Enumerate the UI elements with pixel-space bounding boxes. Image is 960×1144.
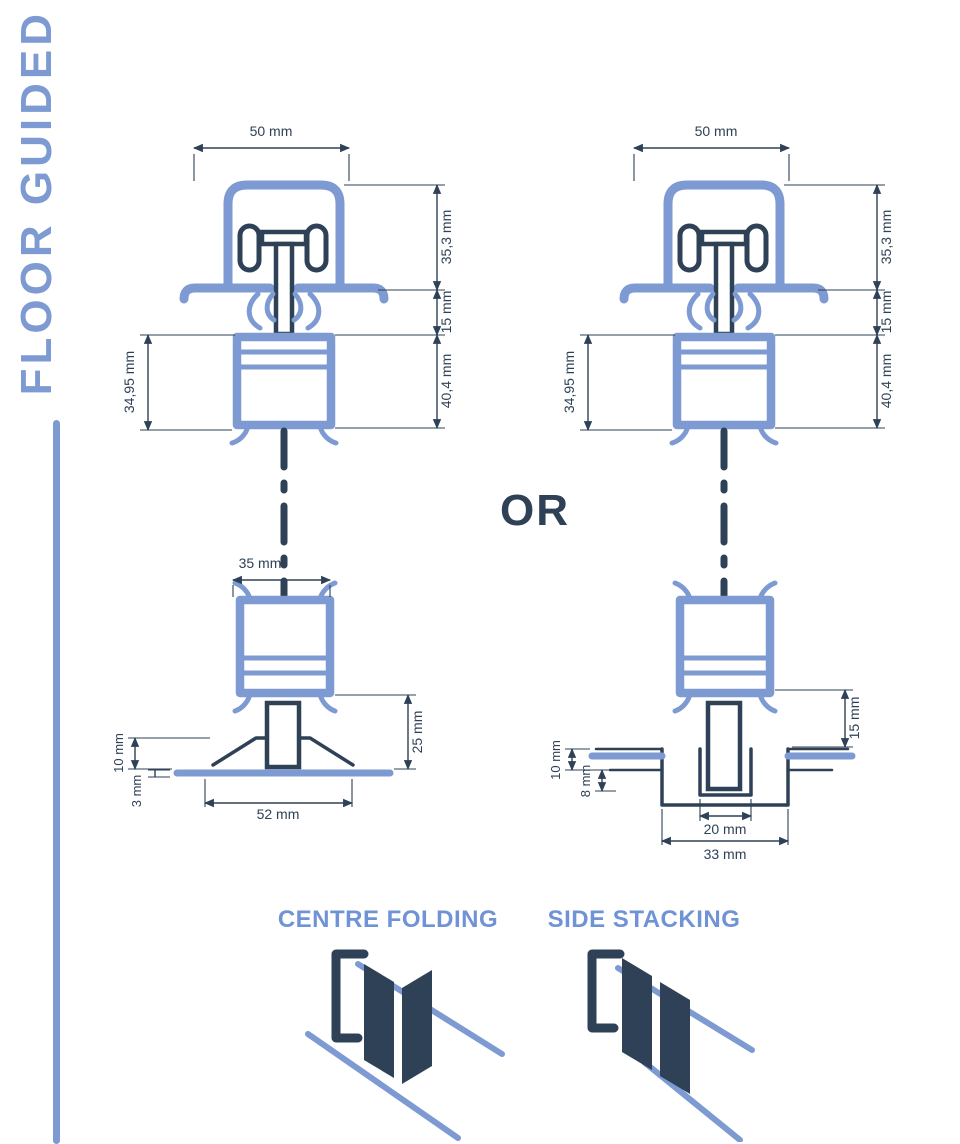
dim-track-width: 50 mm (250, 123, 293, 139)
dim-clearance: 15 mm (438, 291, 454, 334)
hanger-bolt (699, 229, 749, 337)
door-bottom-rail (672, 580, 778, 714)
door-top-rail (229, 332, 339, 446)
track-rollers (677, 223, 769, 273)
dimensions-right-diagram: 50 mm 35,3 mm 15 mm 40,4 mm 34,95 mm 15 … (548, 123, 894, 862)
right-cross-section-diagram: 50 mm 35,3 mm 15 mm 40,4 mm 34,95 mm 15 … (548, 123, 894, 862)
dim-recess-width: 33 mm (704, 846, 747, 862)
side-stacking-heading: SIDE STACKING (547, 906, 741, 933)
dimensions-left-diagram: 50 mm 35,3 mm 15 mm 40,4 mm 34,95 mm 35 … (111, 123, 454, 822)
dim-track-height: 35,3 mm (878, 210, 894, 264)
dim-channel-width: 20 mm (704, 821, 747, 837)
brush-seals (246, 291, 322, 331)
dim-top-rail-height: 40,4 mm (878, 354, 894, 408)
hanger-bolt (259, 229, 309, 337)
track-bracket (331, 949, 369, 1043)
recessed-floor-guide (594, 700, 850, 807)
dim-recess-depth: 8 mm (578, 765, 593, 798)
dim-clearance: 15 mm (878, 291, 894, 334)
door-panel (622, 958, 652, 1070)
dim-bottom-clearance: 15 mm (846, 697, 862, 740)
door-panel (402, 970, 432, 1084)
track-bracket (587, 949, 625, 1033)
dim-bottom-rail-width: 35 mm (239, 555, 282, 571)
dim-ramp-height: 10 mm (111, 733, 126, 773)
dim-top-rail-height: 40,4 mm (438, 354, 454, 408)
accent-vertical-line (53, 420, 60, 1144)
dim-top-rail-height-alt: 34,95 mm (121, 351, 137, 413)
side-stacking-icon (587, 949, 755, 1142)
dim-track-width: 50 mm (695, 123, 738, 139)
dim-top-rail-height-alt: 34,95 mm (561, 351, 577, 413)
door-panel (364, 964, 394, 1078)
dim-guide-height: 25 mm (409, 711, 425, 754)
surface-floor-guide (211, 700, 355, 770)
centre-folding-heading: CENTRE FOLDING (277, 906, 499, 933)
dim-track-height: 35,3 mm (438, 210, 454, 264)
door-panel (660, 982, 690, 1094)
door-top-rail (669, 332, 779, 446)
left-cross-section-diagram: 50 mm 35,3 mm 15 mm 40,4 mm 34,95 mm 35 … (111, 123, 454, 822)
door-bottom-rail (232, 580, 338, 714)
track-rollers (237, 223, 329, 273)
or-label: OR (500, 486, 570, 535)
dim-guide-base-width: 52 mm (257, 806, 300, 822)
brush-seals (686, 291, 762, 331)
page-title: FLOOR GUIDED (12, 10, 61, 396)
dim-floor-thickness: 10 mm (548, 740, 563, 780)
dim-floor-thickness: 3 mm (129, 775, 144, 808)
centre-folding-icon (305, 949, 505, 1141)
